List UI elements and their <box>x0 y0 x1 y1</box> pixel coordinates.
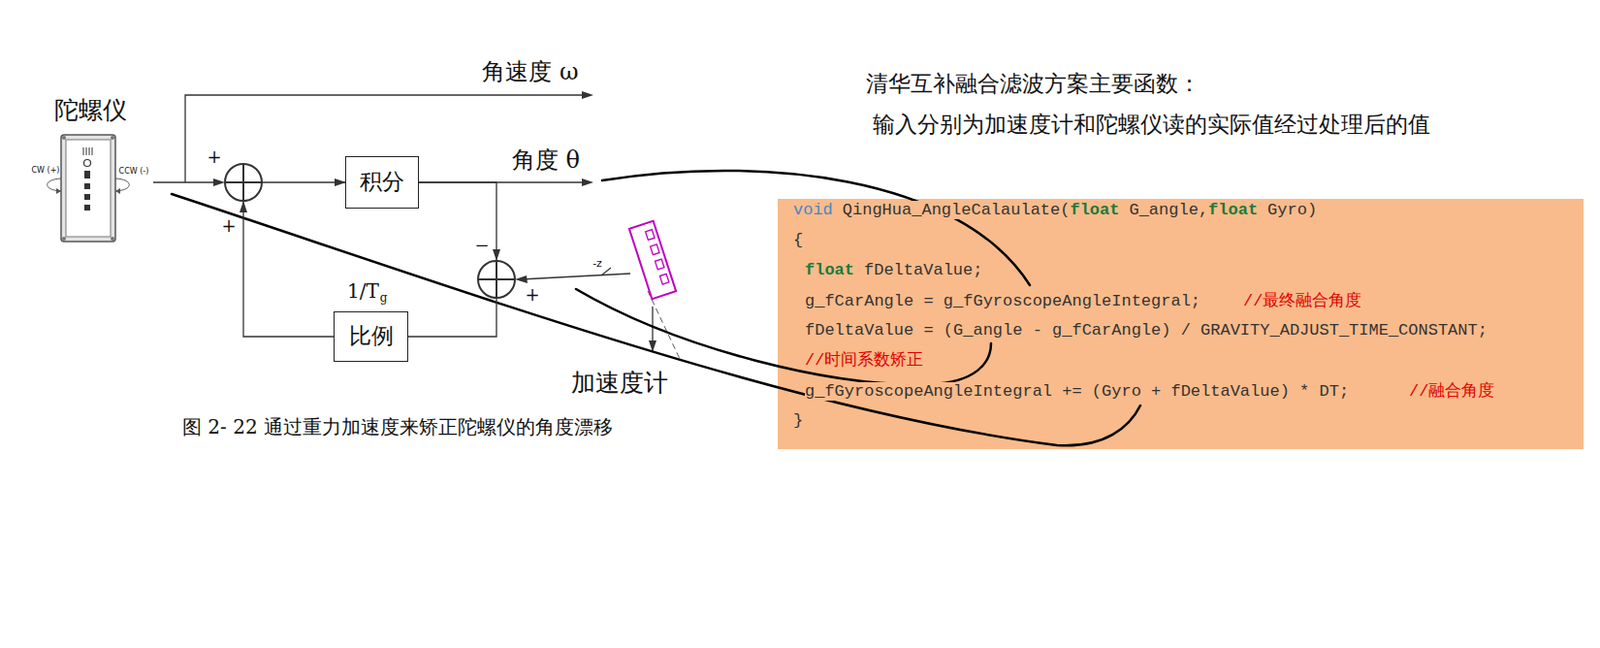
code-line: //时间系数矫正 <box>804 345 924 376</box>
heading: 清华互补融合滤波方案主要函数： <box>864 72 1202 96</box>
code-line: g_fGyroscopeAngleIntegral += (Gyro + fDe… <box>804 376 1496 407</box>
sign-label: − <box>473 236 490 255</box>
code-token: } <box>793 411 803 430</box>
code-token: float <box>1069 200 1120 220</box>
code-token: float <box>1208 200 1258 220</box>
box-text: 比例 <box>349 323 394 349</box>
code-line: voidQingHua_AngleCalaulate(floatG_angle,… <box>793 194 1317 225</box>
component-label: 加速度计 <box>570 370 670 395</box>
note-text: 输入分别为加速度计和陀螺仪读的实际值经过处理后的值 <box>871 113 1432 136</box>
component-label: 陀螺仪 <box>53 97 128 123</box>
signal-connector <box>243 182 346 337</box>
signal-connector <box>408 182 497 337</box>
gyroscope-illustration <box>47 134 130 242</box>
code-comment: //最终融合角度 <box>1243 291 1362 311</box>
gain-label: 1/T <box>346 281 381 301</box>
code-token: void <box>793 200 833 220</box>
rotation-label: CCW (-) <box>118 167 151 176</box>
rotation-label: CW (+) <box>31 166 62 175</box>
sign-label: + <box>220 217 237 235</box>
figure-caption: 图 2- 22 通过重力加速度来矫正陀螺仪的角度漂移 <box>181 416 614 437</box>
code-token: g_fGyroscopeAngleIntegral += (Gyro + fDe… <box>804 382 1349 401</box>
sign-label: + <box>523 286 541 304</box>
signal-label: 角速度 ω <box>480 60 579 84</box>
code-token: G_angle, <box>1128 200 1209 220</box>
code-line: { <box>793 224 803 256</box>
code-line: } <box>793 405 803 436</box>
process-box: 比例 <box>333 311 409 362</box>
code-token: QingHua_AngleCalaulate( <box>842 200 1071 220</box>
accelerometer-illustration <box>629 221 681 361</box>
gain-subscript: g <box>379 291 389 304</box>
process-box: 积分 <box>345 156 419 209</box>
code-token: fDeltaValue; <box>864 260 983 280</box>
code-token: float <box>804 260 855 280</box>
code-token: fDeltaValue = (G_angle - g_fCarAngle) / … <box>804 320 1488 340</box>
code-line: fDeltaValue = (G_angle - g_fCarAngle) / … <box>804 315 1488 346</box>
code-token: g_fCarAngle = g_fGyroscopeAngleIntegral; <box>804 291 1201 311</box>
box-text: 积分 <box>359 169 405 194</box>
code-comment: //时间系数矫正 <box>804 351 924 370</box>
code-comment: //融合角度 <box>1408 382 1495 401</box>
code-token: Gyro) <box>1267 200 1317 220</box>
code-line: g_fCarAngle = g_fGyroscopeAngleIntegral;… <box>804 286 1362 317</box>
signal-label: 角度 θ <box>511 148 581 172</box>
axis-label: -z <box>591 257 604 269</box>
code-line: float fDeltaValue; <box>804 255 983 286</box>
code-token: { <box>793 230 803 250</box>
sign-label: + <box>205 148 223 166</box>
code-panel: voidQingHua_AngleCalaulate(floatG_angle,… <box>777 198 1584 449</box>
